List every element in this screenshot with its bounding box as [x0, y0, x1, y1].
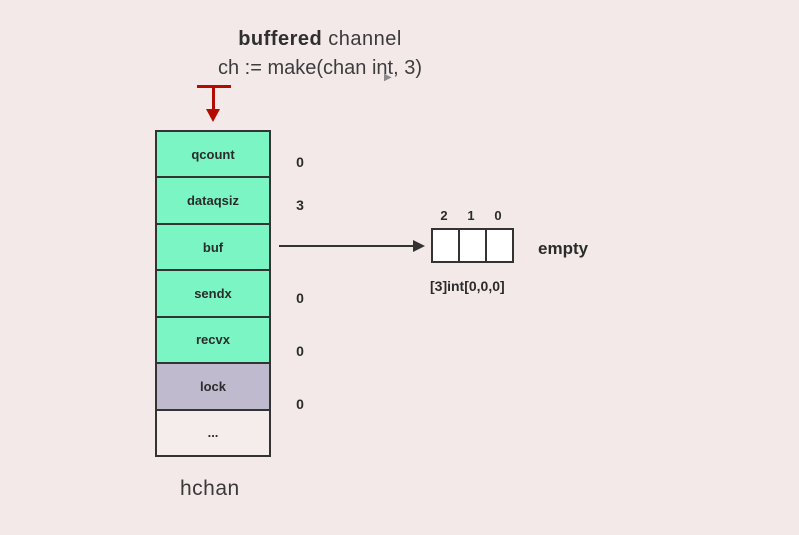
struct-row-qcount: qcount: [157, 132, 269, 179]
title-bold-word: buffered: [238, 28, 323, 50]
buffer-cell: [431, 228, 460, 263]
struct-row-ellipsis: ...: [157, 410, 269, 455]
buffer-indices: 2 1 0: [431, 208, 513, 223]
struct-row-label: recvx: [196, 332, 230, 348]
value-lock: 0: [296, 396, 304, 412]
buffer-type-label: [3]int[0,0,0]: [430, 278, 505, 294]
red-pointer-arrow-icon: [206, 109, 220, 122]
buf-pointer-line: [279, 245, 415, 247]
struct-row-label: qcount: [191, 146, 235, 162]
buffer-cell: [458, 228, 487, 263]
struct-row-label: lock: [199, 378, 226, 394]
struct-row-dataqsiz: dataqsiz: [157, 178, 269, 225]
struct-row-label: ...: [207, 425, 219, 441]
value-qcount: 0: [296, 154, 304, 170]
buffer-status-label: empty: [538, 239, 589, 258]
buffer-index: 0: [494, 208, 502, 223]
struct-name-label: hchan: [180, 477, 240, 500]
cursor-triangle-icon: ▶: [384, 72, 392, 83]
struct-row-sendx: sendx: [157, 271, 269, 318]
value-recvx: 0: [296, 343, 304, 359]
title-regular-word: channel: [322, 28, 402, 50]
buffer-index: 2: [440, 208, 448, 223]
struct-row-buf: buf: [157, 224, 269, 272]
code-line: ch := make(chan int, 3): [218, 57, 422, 79]
red-pointer-line: [212, 85, 215, 110]
buf-pointer-arrow-icon: [413, 240, 425, 252]
struct-row-lock: lock: [157, 364, 269, 411]
value-sendx: 0: [296, 290, 304, 306]
buffer-index: 1: [467, 208, 475, 223]
struct-row-label: sendx: [194, 285, 232, 301]
struct-row-recvx: recvx: [157, 317, 269, 365]
buffer-array: [431, 228, 514, 263]
buffer-cell: [485, 228, 514, 263]
struct-row-label: buf: [202, 239, 224, 255]
hchan-struct-table: qcount dataqsiz buf sendx recvx lock ...: [155, 130, 271, 457]
value-dataqsiz: 3: [296, 197, 304, 213]
struct-row-label: dataqsiz: [186, 193, 239, 209]
diagram-title: buffered channel: [120, 28, 520, 51]
